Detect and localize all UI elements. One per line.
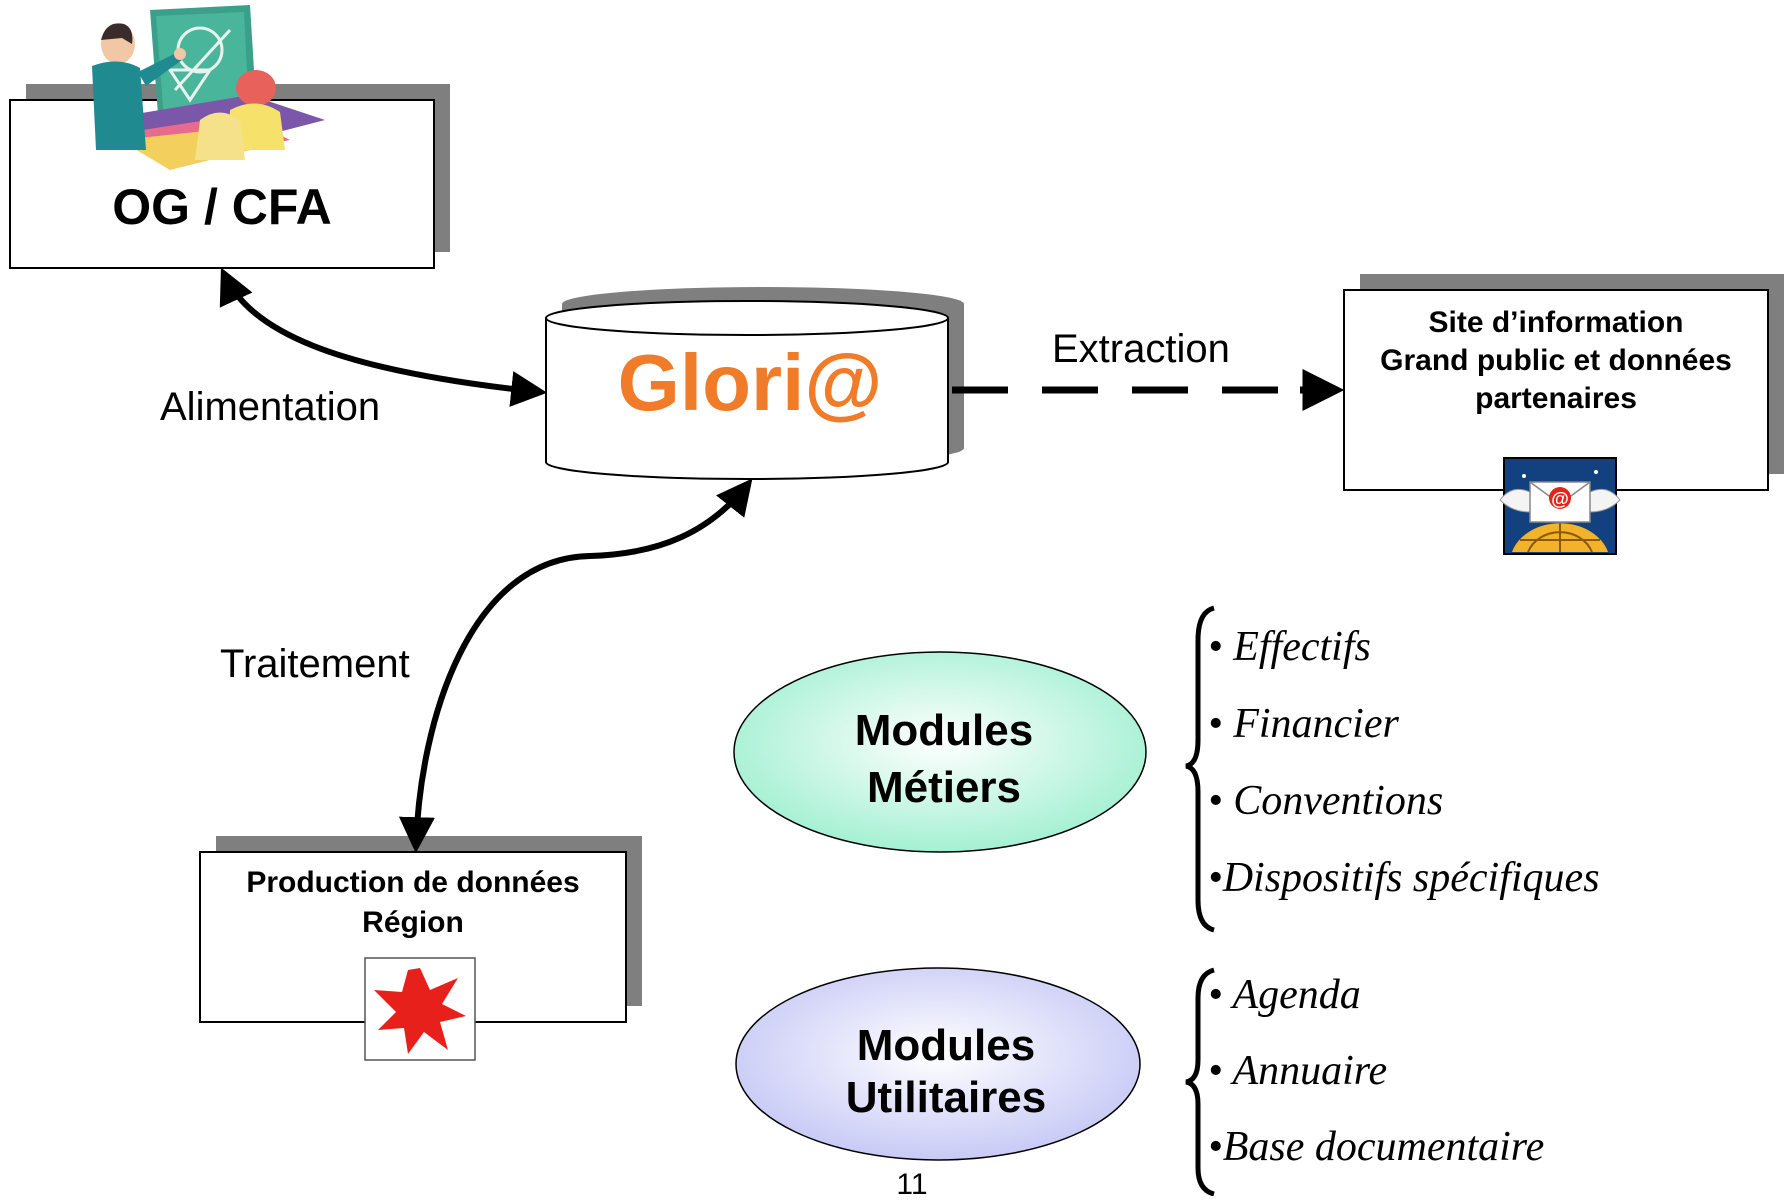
site-info-line-1: Site d’information — [1429, 306, 1684, 339]
site-info-line-3: partenaires — [1475, 382, 1637, 415]
alimentation-arrow — [219, 267, 548, 407]
modules-metiers-title-2: Métiers — [867, 763, 1021, 812]
traitement-label: Traitement — [220, 642, 410, 686]
modules-utilitaires-ellipse: Modules Utilitaires — [735, 967, 1141, 1161]
utilitaires-item-agenda: • Agenda — [1208, 972, 1361, 1018]
email-globe-icon: @ — [1499, 457, 1621, 555]
og-cfa-label: OG / CFA — [112, 179, 331, 235]
site-info-line-2: Grand public et données — [1380, 344, 1732, 377]
modules-metiers-title-1: Modules — [855, 706, 1033, 755]
metiers-item-effectifs: • Effectifs — [1208, 624, 1371, 670]
utilitaires-item-base-documentaire: •Base documentaire — [1208, 1124, 1544, 1170]
alimentation-label: Alimentation — [160, 385, 380, 429]
og-cfa-box: OG / CFA — [9, 5, 450, 269]
traitement-arrow — [398, 478, 753, 854]
svg-text:@: @ — [1551, 489, 1569, 509]
extraction-label: Extraction — [1052, 327, 1230, 371]
gloria-database: Glori@ — [545, 287, 964, 480]
region-star-icon — [364, 957, 476, 1061]
modules-metiers-ellipse: Modules Métiers — [733, 651, 1147, 853]
page-number: 11 — [896, 1168, 927, 1196]
utilitaires-item-annuaire: • Annuaire — [1208, 1048, 1387, 1094]
production-box: Production de données Région — [199, 836, 642, 1061]
production-line-2: Région — [362, 906, 464, 939]
modules-utilitaires-title-2: Utilitaires — [846, 1073, 1047, 1122]
teacher-clipart-icon — [92, 5, 325, 170]
metiers-item-conventions: • Conventions — [1208, 778, 1443, 824]
gloria-logo: Glori@ — [618, 338, 883, 427]
production-line-1: Production de données — [246, 866, 579, 899]
utilitaires-brace — [1185, 967, 1215, 1197]
metiers-brace — [1185, 605, 1215, 933]
metiers-item-dispositifs: •Dispositifs spécifiques — [1208, 855, 1600, 901]
metiers-item-financier: • Financier — [1208, 701, 1399, 747]
modules-utilitaires-title-1: Modules — [857, 1021, 1035, 1070]
site-information-box: Site d’information Grand public et donné… — [1343, 274, 1784, 555]
